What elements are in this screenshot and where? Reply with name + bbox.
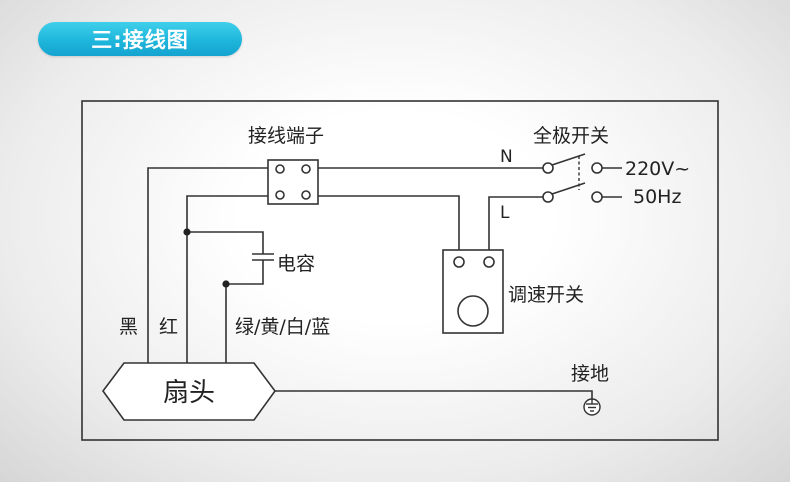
terminal-screw <box>275 190 285 200</box>
capacitor-top-wire <box>187 231 264 254</box>
black-wire <box>147 167 268 363</box>
section-title-badge: 三:接线图 <box>38 22 242 56</box>
main-switch <box>542 153 622 203</box>
switch-contact <box>591 162 603 174</box>
speed-switch-knob <box>457 295 489 327</box>
junction-dot-capacitor <box>222 280 230 288</box>
section-title: 三:接线图 <box>91 28 189 52</box>
speed-switch <box>442 249 504 334</box>
capacitor-label: 电容 <box>277 253 315 275</box>
fan-head <box>102 362 276 421</box>
junction-dot-red <box>183 228 191 236</box>
terminal-block-label: 接线端子 <box>248 125 324 147</box>
switch-lever <box>551 182 586 195</box>
terminal-screw <box>301 190 311 200</box>
switch-contact <box>542 162 554 174</box>
black-wire-label: 黑 <box>119 316 138 338</box>
capacitor-symbol <box>252 253 274 261</box>
switch-contact <box>542 191 554 203</box>
diagram-frame <box>81 100 719 441</box>
capacitor-bottom-wire <box>225 260 264 363</box>
terminal-block <box>267 159 319 205</box>
speed-switch-label: 调速开关 <box>508 284 584 306</box>
ground-wire <box>275 390 593 399</box>
voltage-label: 220V~ <box>625 158 690 180</box>
terminal-to-speed-switch-wire <box>318 195 460 257</box>
terminal-screw <box>275 164 285 174</box>
neutral-label: N <box>500 147 513 167</box>
live-wire <box>488 196 543 257</box>
switch-lever <box>551 153 586 166</box>
speed-switch-terminal <box>483 256 495 268</box>
switch-contact <box>591 191 603 203</box>
ground-icon <box>583 398 601 416</box>
capacitor-wire-colors-label: 绿/黄/白/蓝 <box>235 316 330 338</box>
live-label: L <box>500 203 510 223</box>
red-wire <box>186 195 268 363</box>
fan-head-label: 扇头 <box>163 378 215 408</box>
main-switch-label: 全极开关 <box>533 125 609 147</box>
speed-switch-terminal <box>453 256 465 268</box>
ground-label: 接地 <box>571 363 609 385</box>
terminal-screw <box>301 164 311 174</box>
red-wire-label: 红 <box>159 316 178 338</box>
frequency-label: 50Hz <box>633 186 681 208</box>
